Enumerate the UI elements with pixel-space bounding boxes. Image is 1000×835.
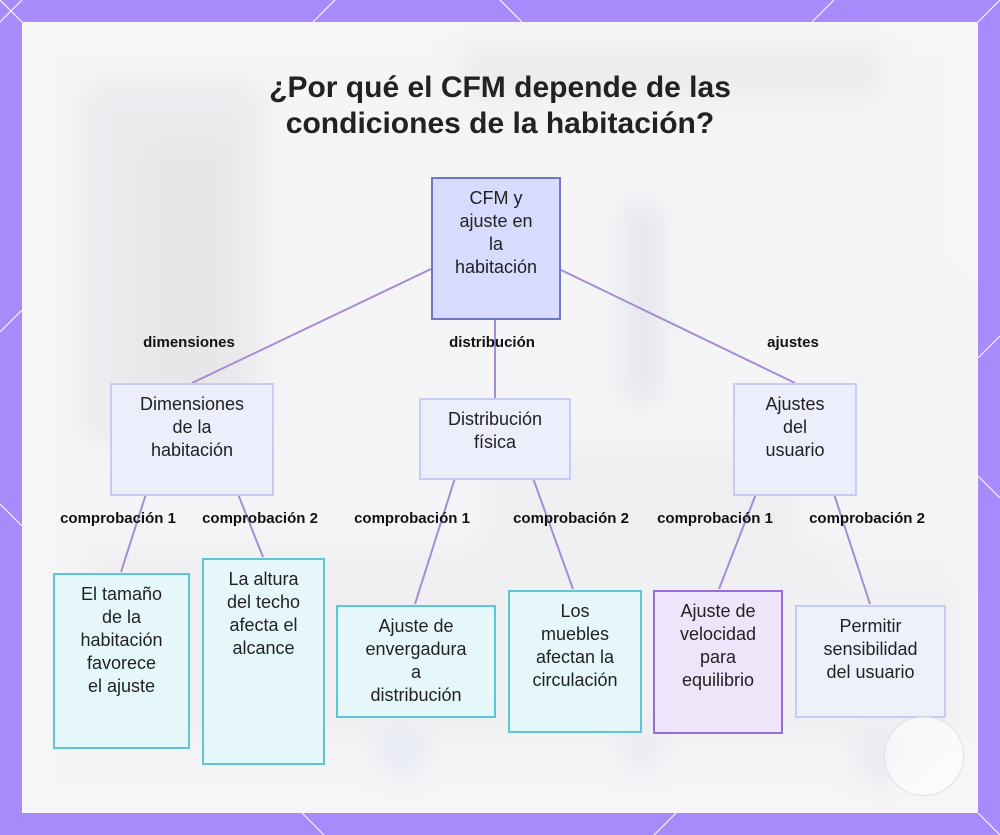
diagram-title: ¿Por qué el CFM depende de las condicion… (22, 70, 978, 142)
node-text-line: Dimensiones (139, 394, 245, 414)
node-text-line: favorece (86, 653, 157, 673)
node-ajustes: Ajustes del usuario (733, 383, 857, 496)
title-line: condiciones de la habitación? (285, 107, 715, 140)
edge-label-check: comprobación 2 (202, 510, 318, 527)
node-text-line: sensibilidad (823, 639, 918, 659)
edge-label-check: comprobación 2 (809, 510, 925, 527)
node-text-line: ajuste en (459, 211, 533, 231)
node-text-line: Ajuste de (680, 601, 756, 621)
leaf-text: Permitir sensibilidad del usuario (823, 615, 917, 684)
leaf-text: Ajuste de velocidad para equilibrio (680, 600, 756, 692)
title-line: ¿Por qué el CFM depende de las (269, 71, 731, 104)
watermark-logo (884, 716, 964, 796)
node-dimensiones: Dimensiones de la habitación (110, 383, 274, 496)
connector-dim-check2 (237, 493, 264, 558)
connector-root-ajustes (558, 268, 796, 384)
node-text-line: distribución (370, 685, 462, 705)
edge-label-check: comprobación 2 (513, 510, 629, 527)
node-text-line: Ajuste de (378, 616, 454, 636)
node-text: Dimensiones de la habitación (140, 393, 244, 462)
edge-label-ajustes: ajustes (767, 334, 819, 351)
node-text-line: del usuario (826, 662, 915, 682)
node-text: Ajustes del usuario (765, 393, 824, 462)
node-text-line: a (410, 662, 421, 682)
node-text-line: muebles (540, 624, 610, 644)
node-text-line: La altura (228, 569, 299, 589)
leaf-text: Ajuste de envergadura a distribución (365, 615, 466, 707)
leaf-tamano-habitacion: El tamaño de la habitación favorece el a… (53, 573, 190, 749)
node-text-line: afectan la (535, 647, 615, 667)
edge-label-distribucion: distribución (449, 334, 535, 351)
node-text-line: la (488, 234, 503, 254)
node-text-line: circulación (532, 670, 618, 690)
node-text-line: habitación (80, 630, 163, 650)
connector-lines (120, 268, 871, 605)
root-node: CFM y ajuste en la habitación (431, 177, 561, 320)
edge-label-check: comprobación 1 (60, 510, 176, 527)
leaf-text: Los muebles afectan la circulación (532, 600, 617, 692)
node-text-line: de la (101, 607, 142, 627)
connector-aj-check2 (833, 493, 871, 605)
node-text-line: afecta el (229, 615, 298, 635)
node-text: Distribución física (448, 408, 542, 454)
node-distribucion: Distribución física (419, 398, 571, 480)
edge-label-check: comprobación 1 (354, 510, 470, 527)
node-text-line: habitación (150, 440, 234, 460)
leaf-ajuste-velocidad: Ajuste de velocidad para equilibrio (653, 590, 783, 734)
node-text-line: CFM y (469, 188, 523, 208)
leaf-ajuste-envergadura: Ajuste de envergadura a distribución (336, 605, 496, 718)
node-text-line: Distribución (447, 409, 543, 429)
leaf-altura-techo: La altura del techo afecta el alcance (202, 558, 325, 765)
leaf-text: La altura del techo afecta el alcance (227, 568, 300, 660)
node-text-line: del (782, 417, 807, 437)
connector-root-dimensiones (191, 268, 432, 384)
node-text-line: habitación (454, 257, 538, 277)
root-node-text: CFM y ajuste en la habitación (455, 187, 537, 279)
connector-dim-check1 (120, 493, 147, 573)
diagram-panel: ¿Por qué el CFM depende de las condicion… (22, 22, 978, 813)
node-text-line: usuario (765, 440, 825, 460)
node-text-line: del techo (226, 592, 301, 612)
node-text-line: Ajustes (765, 394, 825, 414)
node-text-line: envergadura (365, 639, 467, 659)
connector-dist-check2 (532, 477, 574, 590)
node-text-line: equilibrio (681, 670, 755, 690)
node-text-line: velocidad (679, 624, 757, 644)
connector-dist-check1 (414, 477, 456, 605)
edge-label-dimensiones: dimensiones (143, 334, 235, 351)
node-text-line: alcance (232, 638, 295, 658)
node-text-line: de la (172, 417, 212, 437)
leaf-sensibilidad-usuario: Permitir sensibilidad del usuario (795, 605, 946, 718)
node-text-line: El tamaño (80, 584, 163, 604)
edge-label-check: comprobación 1 (657, 510, 773, 527)
connector-aj-check1 (718, 493, 757, 590)
node-text-line: Los (560, 601, 590, 621)
node-text-line: para (699, 647, 737, 667)
leaf-text: El tamaño de la habitación favorece el a… (80, 583, 162, 698)
node-text-line: Permitir (839, 616, 902, 636)
leaf-muebles-circulacion: Los muebles afectan la circulación (508, 590, 642, 733)
node-text-line: física (473, 432, 516, 452)
node-text-line: el ajuste (87, 676, 156, 696)
